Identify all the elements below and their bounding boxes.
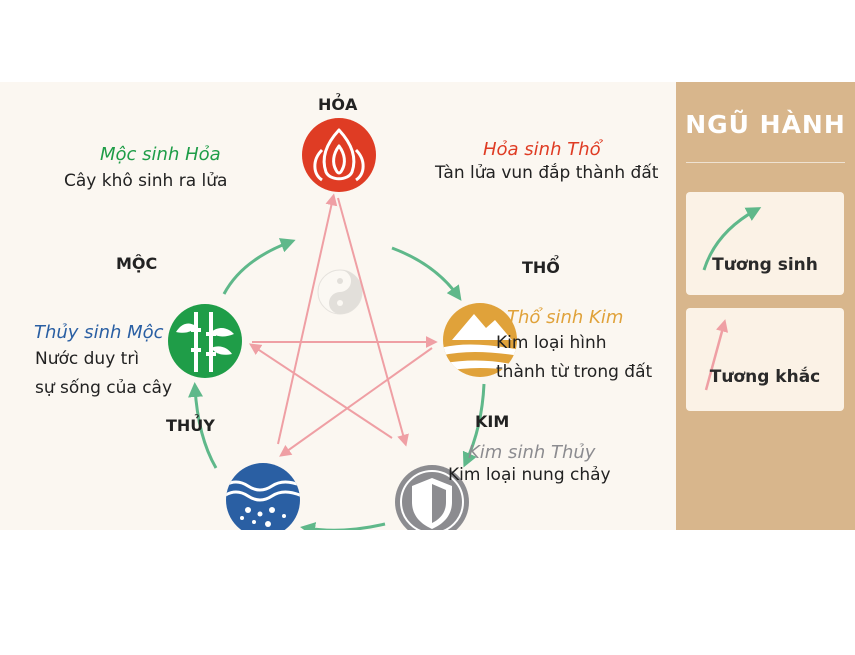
tho-label: THỔ [522, 258, 560, 277]
arrow-kim-thuy [300, 522, 386, 530]
five-elements-diagram [168, 118, 517, 530]
moc-circle [168, 304, 242, 378]
pink-arrow-icon [704, 319, 729, 391]
kim-circle [395, 465, 469, 530]
destructive-cycle-arrows [248, 193, 438, 457]
thuy-circle [226, 463, 300, 530]
arrow-thuy-hoa [277, 193, 338, 445]
legend-label-destructive: Tương khắc [709, 367, 821, 387]
wave-icon [226, 480, 300, 502]
thuy-moc-title: Thủy sinh Mộc [34, 322, 164, 343]
tho-kim-desc-1: Kim loại hình [496, 333, 607, 353]
thuy-moc-desc-2: sự sống của cây [35, 378, 173, 398]
moc-hoa-desc: Cây khô sinh ra lửa [64, 171, 228, 191]
generating-cycle-arrows [188, 238, 486, 530]
yin-yang-icon [317, 269, 363, 315]
moc-hoa-title: Mộc sinh Hỏa [100, 144, 221, 165]
hoa-tho-desc: Tàn lửa vun đắp thành đất [435, 163, 659, 183]
arrow-hoa-kim [337, 197, 409, 447]
legend-label-generating: Tương sinh [712, 255, 818, 275]
arrow-hoa-tho [391, 246, 462, 301]
hoa-circle [302, 118, 376, 192]
arrow-tho-kim [462, 383, 486, 468]
thuy-label: THỦY [166, 416, 215, 435]
tho-kim-desc-2: thành từ trong đất [496, 362, 653, 382]
legend-card-generating: Tương sinh [686, 192, 844, 295]
panel-divider [686, 162, 845, 163]
arrow-tho-thuy [279, 347, 433, 457]
mountain-icon [443, 314, 517, 372]
kim-label: KIM [475, 412, 510, 431]
tho-kim-title: Thổ sinh Kim [507, 307, 624, 328]
kim-thuy-desc: Kim loại nung chảy [448, 465, 611, 485]
thuy-moc-desc-1: Nước duy trì [35, 349, 140, 369]
panel-title: NGŨ HÀNH [685, 110, 846, 139]
arrow-thuy-moc [188, 382, 218, 469]
legend-card-destructive: Tương khắc [686, 308, 844, 411]
diagram-board: HỎA THỔ KIM THỦY MỘC Mộc sinh Hỏa Cây kh… [0, 82, 855, 530]
legend-panel: NGŨ HÀNH Tương sinh [676, 82, 855, 530]
flame-icon [313, 128, 365, 182]
moc-label: MỘC [116, 254, 158, 273]
kim-thuy-title: Kim sinh Thủy [468, 442, 596, 463]
tho-circle [443, 303, 517, 377]
hoa-label: HỎA [318, 95, 358, 114]
green-arrow-icon [702, 207, 762, 271]
hoa-tho-title: Hỏa sinh Thổ [483, 139, 601, 160]
arrow-kim-moc [248, 343, 393, 439]
arrow-moc-hoa [222, 238, 296, 295]
